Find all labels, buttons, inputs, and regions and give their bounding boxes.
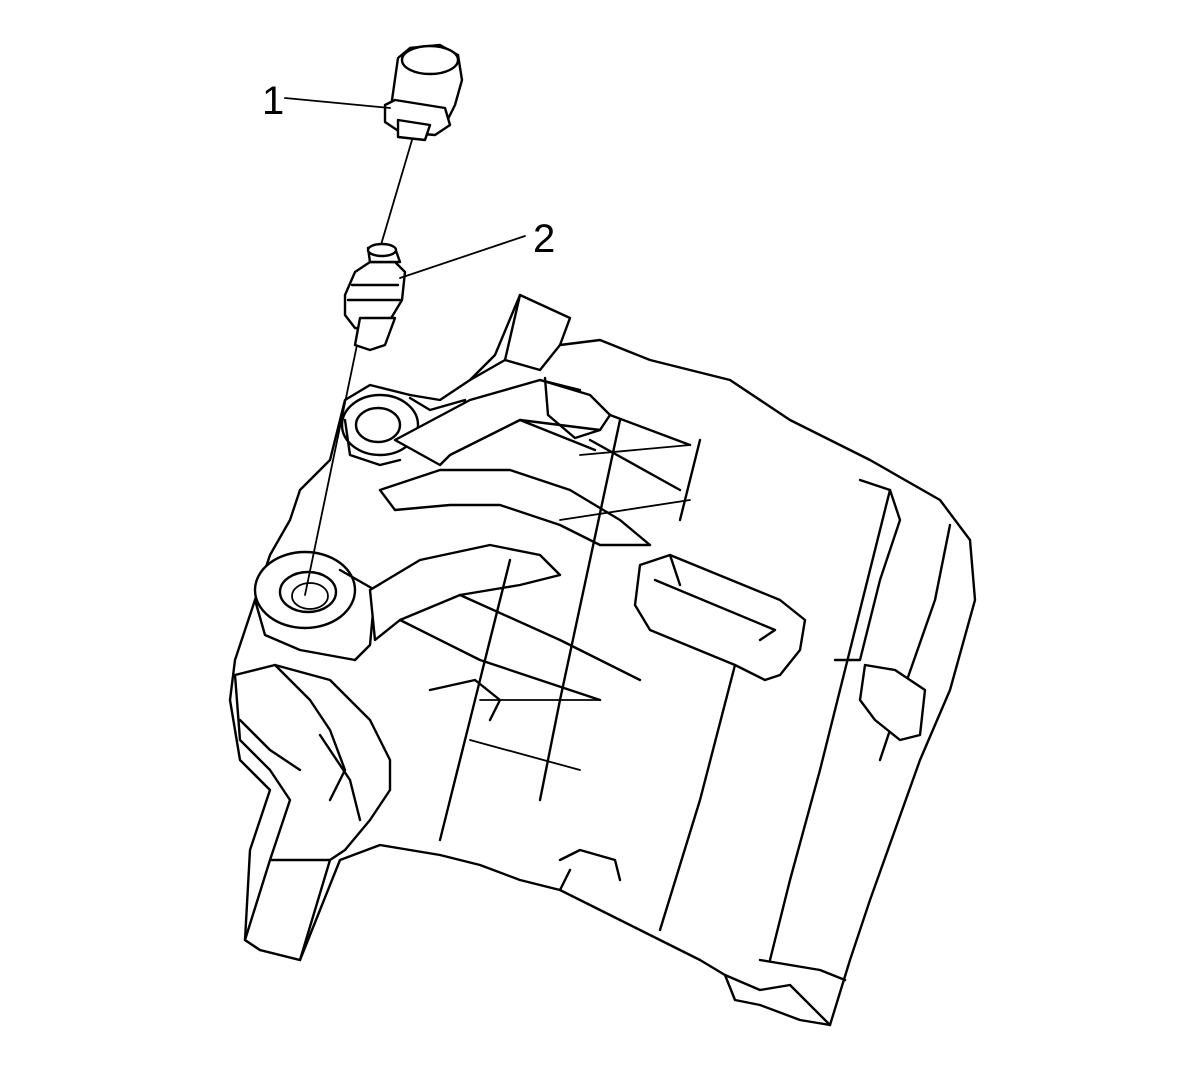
callout-1-label: 1: [262, 79, 284, 123]
callout-1-leader: [284, 97, 391, 109]
callout-2-label: 2: [533, 217, 555, 261]
callout-1: 1: [262, 79, 391, 123]
assembly-axis-line: [304, 139, 413, 596]
caliper-body: [228, 293, 977, 1027]
bleeder-cap: [383, 43, 464, 142]
bleeder-valve: [343, 242, 407, 352]
callout-2-leader: [399, 235, 526, 279]
callout-2: 2: [399, 217, 555, 279]
